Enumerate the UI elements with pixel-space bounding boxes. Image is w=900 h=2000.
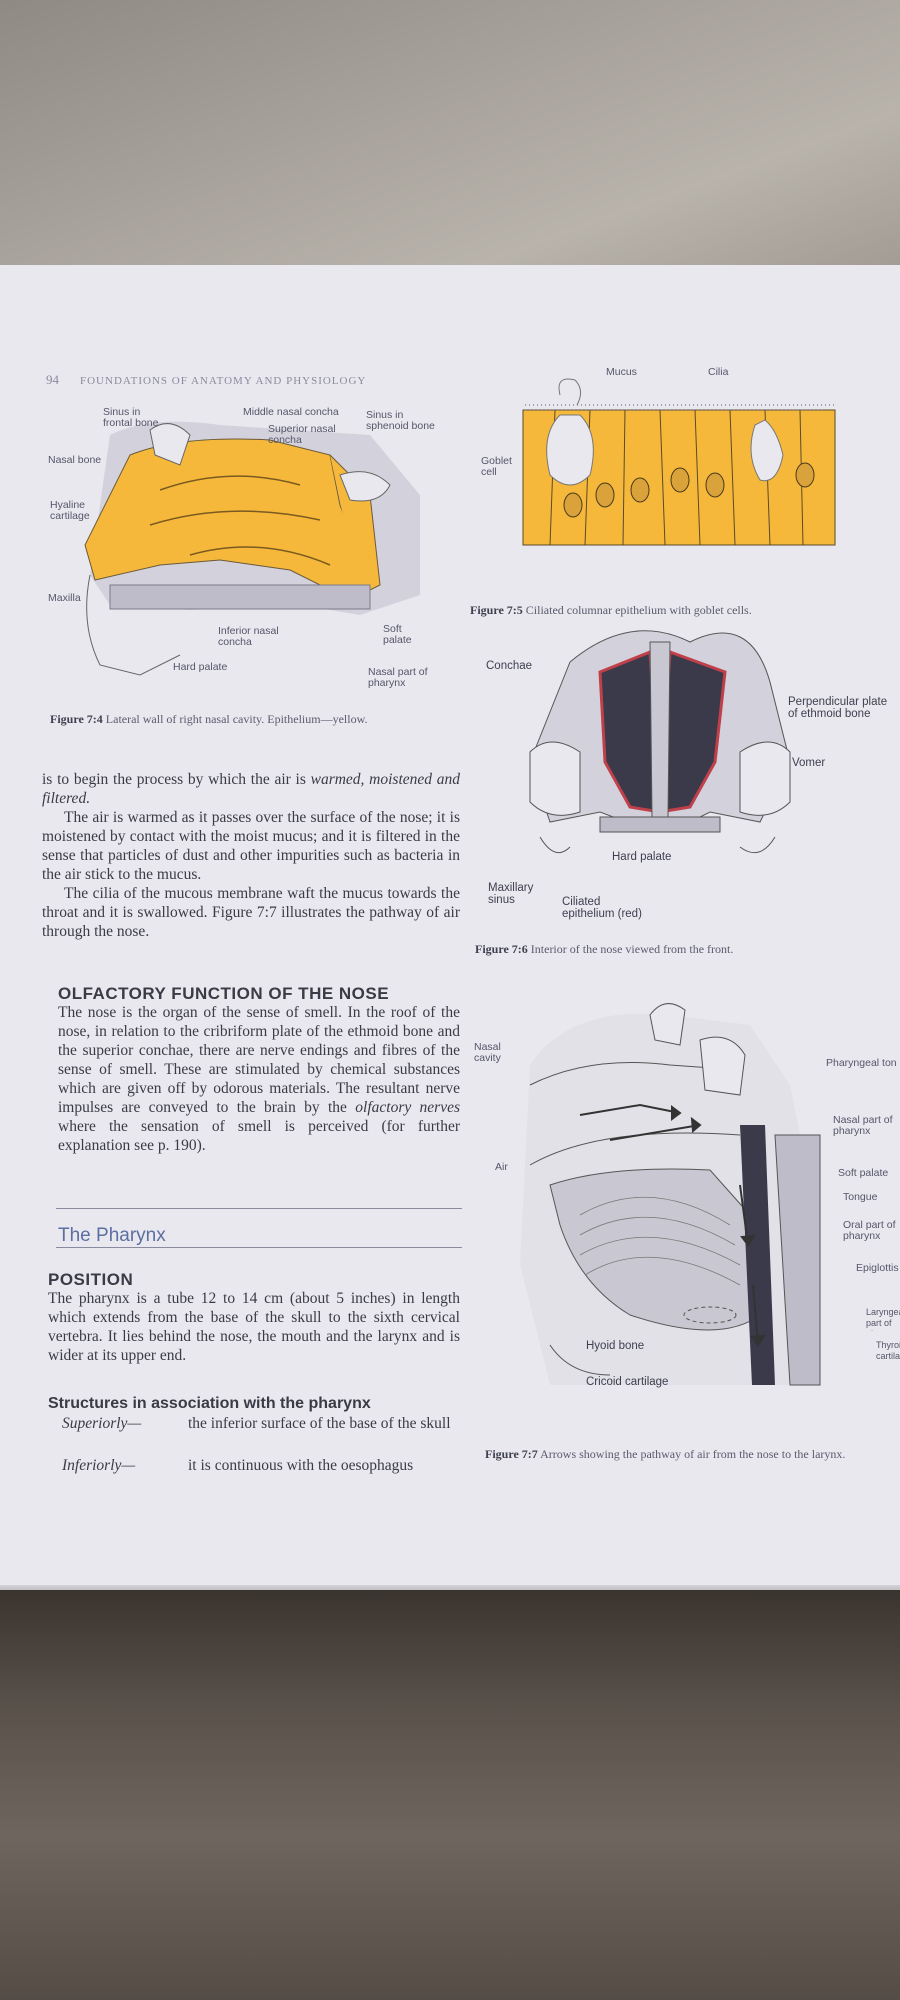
label-mucus: Mucus [606, 366, 637, 378]
caption-text: Lateral wall of right nasal cavity. Epit… [105, 712, 368, 726]
label-cricoid-cartilage: Cricoid cartilage [586, 1376, 669, 1388]
section-title-pharynx: The Pharynx [58, 1225, 166, 1246]
label-nasal-part: Nasal part of pharynx [833, 1114, 893, 1137]
background-surface-top [0, 0, 900, 300]
label-middle-concha: Middle nasal concha [243, 406, 339, 418]
label-nasal-bone: Nasal bone [48, 454, 102, 466]
label-pharyngeal-tonsil: Pharyngeal tonsil [826, 1058, 896, 1069]
text-inferiorly: it is continuous with the oesophagus [188, 1457, 414, 1474]
background-surface-bottom [0, 1590, 900, 2000]
label-ciliated-epithelium: Ciliated epithelium (red) [562, 896, 642, 920]
label-sinus-frontal: Sinus in frontal bone [103, 406, 159, 429]
heading-structures: Structures in association with the phary… [48, 1395, 371, 1412]
text-italic: olfactory nerves [355, 1099, 460, 1116]
section-rule-bottom [56, 1247, 462, 1248]
caption-text: Ciliated columnar epithelium with goblet… [525, 603, 752, 617]
label-epiglottis: Epiglottis [856, 1263, 899, 1274]
label-maxilla: Maxilla [48, 592, 81, 604]
label-soft-palate-7: Soft palate [838, 1167, 889, 1179]
caption-text: Interior of the nose viewed from the fro… [530, 942, 734, 956]
label-hyoid-bone: Hyoid bone [586, 1340, 645, 1352]
nose-front-view-illustration [529, 630, 791, 854]
body-text-intro: is to begin the process by which the air… [42, 770, 460, 941]
ciliated-epithelium-illustration [522, 378, 836, 546]
caption-number: Figure 7:4 [50, 712, 103, 726]
label-vomer: Vomer [792, 757, 826, 769]
label-hyaline: Hyaline cartilage [50, 499, 90, 522]
caption-figure-7-7: Figure 7:7 Arrows showing the pathway of… [485, 1447, 895, 1461]
nasal-cavity-lateral-illustration [84, 421, 420, 676]
caption-number: Figure 7:5 [470, 603, 523, 617]
text-superiorly: the inferior surface of the base of the … [188, 1415, 451, 1432]
heading-position: POSITION [48, 1270, 134, 1289]
label-conchae: Conchae [486, 660, 533, 672]
caption-figure-7-6: Figure 7:6 Interior of the nose viewed f… [475, 942, 885, 957]
text-italic: warmed, moistened and filtered. [42, 771, 460, 807]
label-hard-palate: Hard palate [173, 661, 228, 673]
label-hard-palate: Hard palate [612, 851, 672, 863]
label-oral-part: Oral part of pharynx [843, 1219, 896, 1242]
label-goblet-cell: Goblet cell [481, 455, 512, 478]
label-thyroid-cartilage: Thyroid cartilage [876, 1340, 900, 1361]
label-soft-palate: Soft palate [383, 623, 412, 646]
caption-number: Figure 7:7 [485, 1447, 538, 1461]
label-inferiorly: Inferiorly— [62, 1457, 136, 1474]
section-rule-top [56, 1208, 462, 1209]
body-text-olfactory: The nose is the organ of the sense of sm… [58, 1003, 460, 1155]
caption-number: Figure 7:6 [475, 942, 528, 956]
label-laryngeal-part: Laryngeal part of pharynx [866, 1307, 900, 1331]
caption-text: Arrows showing the pathway of air from t… [540, 1447, 846, 1461]
label-tongue: Tongue [843, 1191, 878, 1203]
label-superiorly: Superiorly— [62, 1415, 142, 1432]
label-maxillary-sinus: Maxillary sinus [488, 882, 534, 906]
text-span: The nose is the organ of the sense of sm… [58, 1004, 460, 1116]
running-title: FOUNDATIONS OF ANATOMY AND PHYSIOLOGY [80, 375, 367, 387]
heading-olfactory: OLFACTORY FUNCTION OF THE NOSE [58, 984, 390, 1003]
paragraph-3: The cilia of the mucous membrane waft th… [42, 885, 460, 940]
label-nasal-pharynx: Nasal part of pharynx [368, 666, 428, 689]
paragraph-2: The air is warmed as it passes over the … [42, 809, 460, 883]
caption-figure-7-5: Figure 7:5 Ciliated columnar epithelium … [470, 603, 880, 618]
figure-7-6 [510, 612, 810, 882]
paragraph-olfactory: The nose is the organ of the sense of sm… [58, 1003, 460, 1155]
body-text-position: The pharynx is a tube 12 to 14 cm (about… [48, 1290, 460, 1364]
figure-7-7 [490, 985, 890, 1405]
label-air: Air [495, 1161, 508, 1173]
label-inferior-concha: Inferior nasal concha [218, 625, 279, 648]
text-span: is to begin the process by which the air… [42, 771, 311, 788]
label-nasal-cavity: Nasal cavity [474, 1041, 501, 1064]
air-pathway-illustration [520, 1003, 821, 1386]
figure-7-5 [515, 375, 845, 575]
figure-7-4 [40, 395, 460, 695]
paragraph-1: is to begin the process by which the air… [42, 770, 460, 808]
caption-figure-7-4: Figure 7:4 Lateral wall of right nasal c… [50, 712, 367, 727]
label-superior-concha: Superior nasal concha [268, 423, 336, 446]
label-sinus-sphenoid: Sinus in sphenoid bone [366, 409, 435, 432]
page-number: 94 [46, 372, 59, 387]
text-span: where the sensation of smell is perceive… [58, 1118, 460, 1154]
label-perpendicular-plate: Perpendicular plate of ethmoid bone [788, 696, 888, 720]
label-cilia: Cilia [708, 366, 729, 378]
